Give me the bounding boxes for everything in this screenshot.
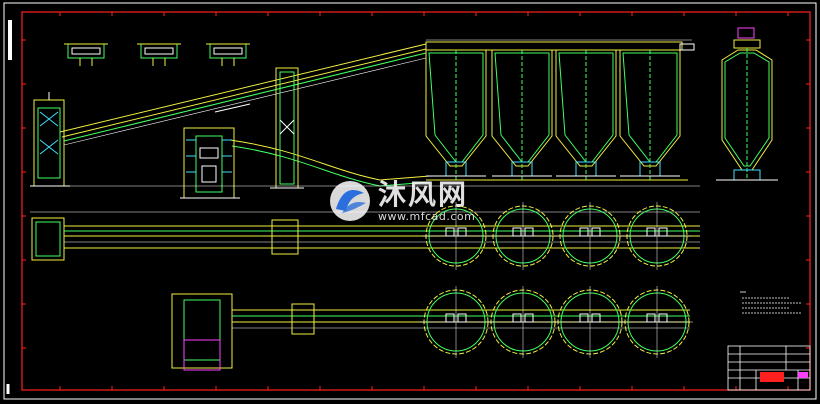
silo-plan-leg bbox=[591, 227, 601, 237]
silo-plan-leg bbox=[579, 227, 589, 237]
silo-elevation bbox=[425, 39, 695, 181]
silo-plan-leg bbox=[524, 313, 534, 323]
elevator-tower bbox=[270, 67, 304, 189]
silo-plan-leg bbox=[591, 313, 601, 323]
frame-ticks bbox=[22, 12, 810, 390]
silo-body bbox=[491, 49, 553, 167]
mixing-tower bbox=[180, 127, 240, 199]
silo-plan-leg bbox=[658, 227, 668, 237]
silo-plan-leg bbox=[579, 313, 589, 323]
silo-plan-leg bbox=[512, 313, 522, 323]
silo-plan-views bbox=[420, 202, 693, 358]
notes-block bbox=[740, 291, 802, 314]
silo-roof bbox=[425, 41, 683, 51]
silo-plan-leg bbox=[445, 227, 455, 237]
silo-plan-leg bbox=[457, 227, 467, 237]
silo-plan-leg bbox=[524, 227, 534, 237]
silo-plan-leg bbox=[646, 313, 656, 323]
silo-plan-leg bbox=[445, 313, 455, 323]
silo-plan-leg bbox=[658, 313, 668, 323]
title-block bbox=[727, 345, 811, 391]
silo-plan-leg bbox=[646, 227, 656, 237]
section-details bbox=[64, 43, 250, 66]
inclined-conveyors bbox=[59, 43, 431, 187]
single-silo-side-view bbox=[716, 27, 778, 181]
silo-plan-leg bbox=[457, 313, 467, 323]
silo-plan-leg bbox=[512, 227, 522, 237]
silo-body bbox=[555, 49, 617, 167]
silo-body bbox=[425, 49, 487, 167]
silo-label-box bbox=[679, 43, 695, 51]
drawing-frame bbox=[3, 2, 817, 400]
